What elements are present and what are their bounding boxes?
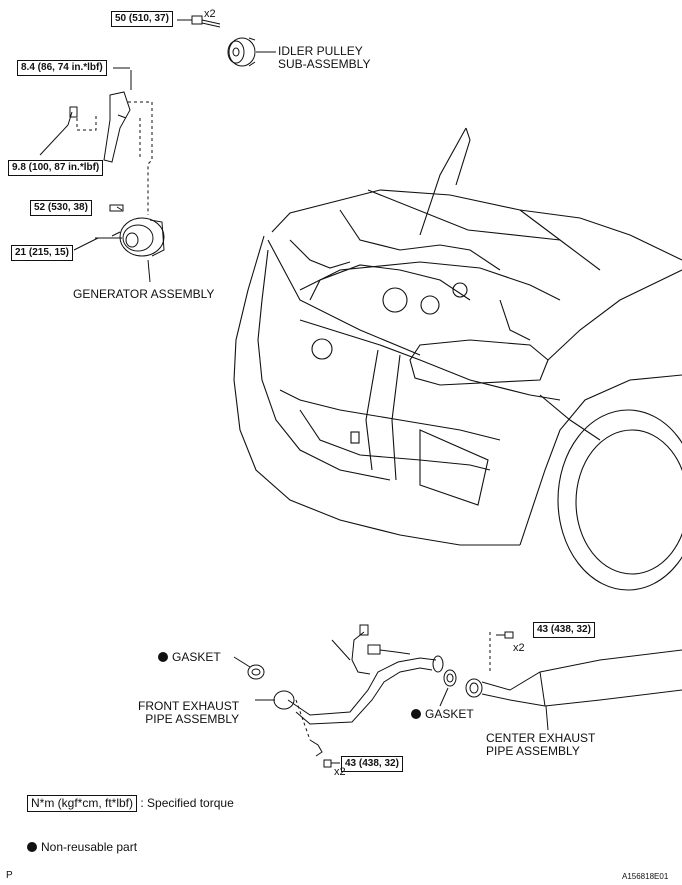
non-reusable-dot-icon bbox=[158, 652, 168, 662]
multiplier-center-pipe: x2 bbox=[513, 642, 525, 654]
idler-pulley-icon bbox=[227, 37, 256, 67]
front-exhaust-pipe-label-line2: PIPE ASSEMBLY bbox=[145, 712, 240, 726]
bolt-lower-icon bbox=[309, 739, 332, 768]
center-exhaust-pipe-label-line2: PIPE ASSEMBLY bbox=[486, 744, 580, 758]
front-exhaust-pipe-icon bbox=[273, 624, 444, 725]
multiplier-front-pipe: x2 bbox=[334, 766, 346, 778]
center-exhaust-pipe-label-line1: CENTER EXHAUST bbox=[486, 731, 596, 745]
legend-nonreusable: Non-reusable part bbox=[27, 841, 137, 854]
gasket-left-label: GASKET bbox=[158, 651, 221, 664]
center-exhaust-pipe-label: CENTER EXHAUST PIPE ASSEMBLY bbox=[486, 732, 595, 758]
non-reusable-dot-icon bbox=[411, 709, 421, 719]
gasket-right-text: GASKET bbox=[425, 707, 474, 721]
front-exhaust-pipe-label-line1: FRONT EXHAUST bbox=[138, 699, 240, 713]
torque-callout-center-pipe: 43 (438, 32) bbox=[533, 622, 595, 638]
front-exhaust-pipe-label: FRONT EXHAUST PIPE ASSEMBLY bbox=[138, 700, 239, 726]
legend-torque: N*m (kgf*cm, ft*lbf) : Specified torque bbox=[27, 795, 234, 812]
torque-callout-idler: 50 (510, 37) bbox=[111, 11, 173, 27]
generator-label: GENERATOR ASSEMBLY bbox=[73, 287, 215, 301]
torque-callout-generator-lower: 21 (215, 15) bbox=[11, 245, 73, 261]
torque-callout-bracket: 8.4 (86, 74 in.*lbf) bbox=[17, 60, 107, 76]
non-reusable-dot-icon bbox=[27, 842, 37, 852]
torque-callout-front-pipe: 43 (438, 32) bbox=[341, 756, 403, 772]
bracket-icon bbox=[103, 70, 132, 163]
footer-left: P bbox=[6, 870, 13, 881]
vehicle-icon bbox=[233, 127, 682, 591]
bolt-upper-icon bbox=[496, 631, 514, 639]
gasket-left-icon bbox=[247, 664, 265, 680]
torque-callout-generator-upper: 52 (530, 38) bbox=[30, 200, 92, 216]
gasket-right-label: GASKET bbox=[411, 708, 474, 721]
center-exhaust-pipe-icon bbox=[465, 649, 682, 707]
footer-right: A156818E01 bbox=[622, 872, 669, 881]
idler-bolt-icon bbox=[191, 15, 221, 28]
idler-pulley-label-line2: SUB-ASSEMBLY bbox=[278, 57, 371, 71]
idler-pulley-label-line1: IDLER PULLEY bbox=[278, 44, 363, 58]
legend-nonreusable-text: Non-reusable part bbox=[41, 840, 138, 854]
multiplier-idler: x2 bbox=[204, 8, 216, 20]
gasket-right-icon bbox=[443, 669, 457, 687]
torque-callout-nut: 9.8 (100, 87 in.*lbf) bbox=[8, 160, 104, 176]
gasket-left-text: GASKET bbox=[172, 650, 221, 664]
legend-torque-text: : Specified torque bbox=[140, 796, 234, 810]
idler-pulley-label: IDLER PULLEY SUB-ASSEMBLY bbox=[278, 45, 370, 71]
generator-icon bbox=[95, 204, 165, 257]
legend-torque-box: N*m (kgf*cm, ft*lbf) bbox=[27, 795, 138, 812]
